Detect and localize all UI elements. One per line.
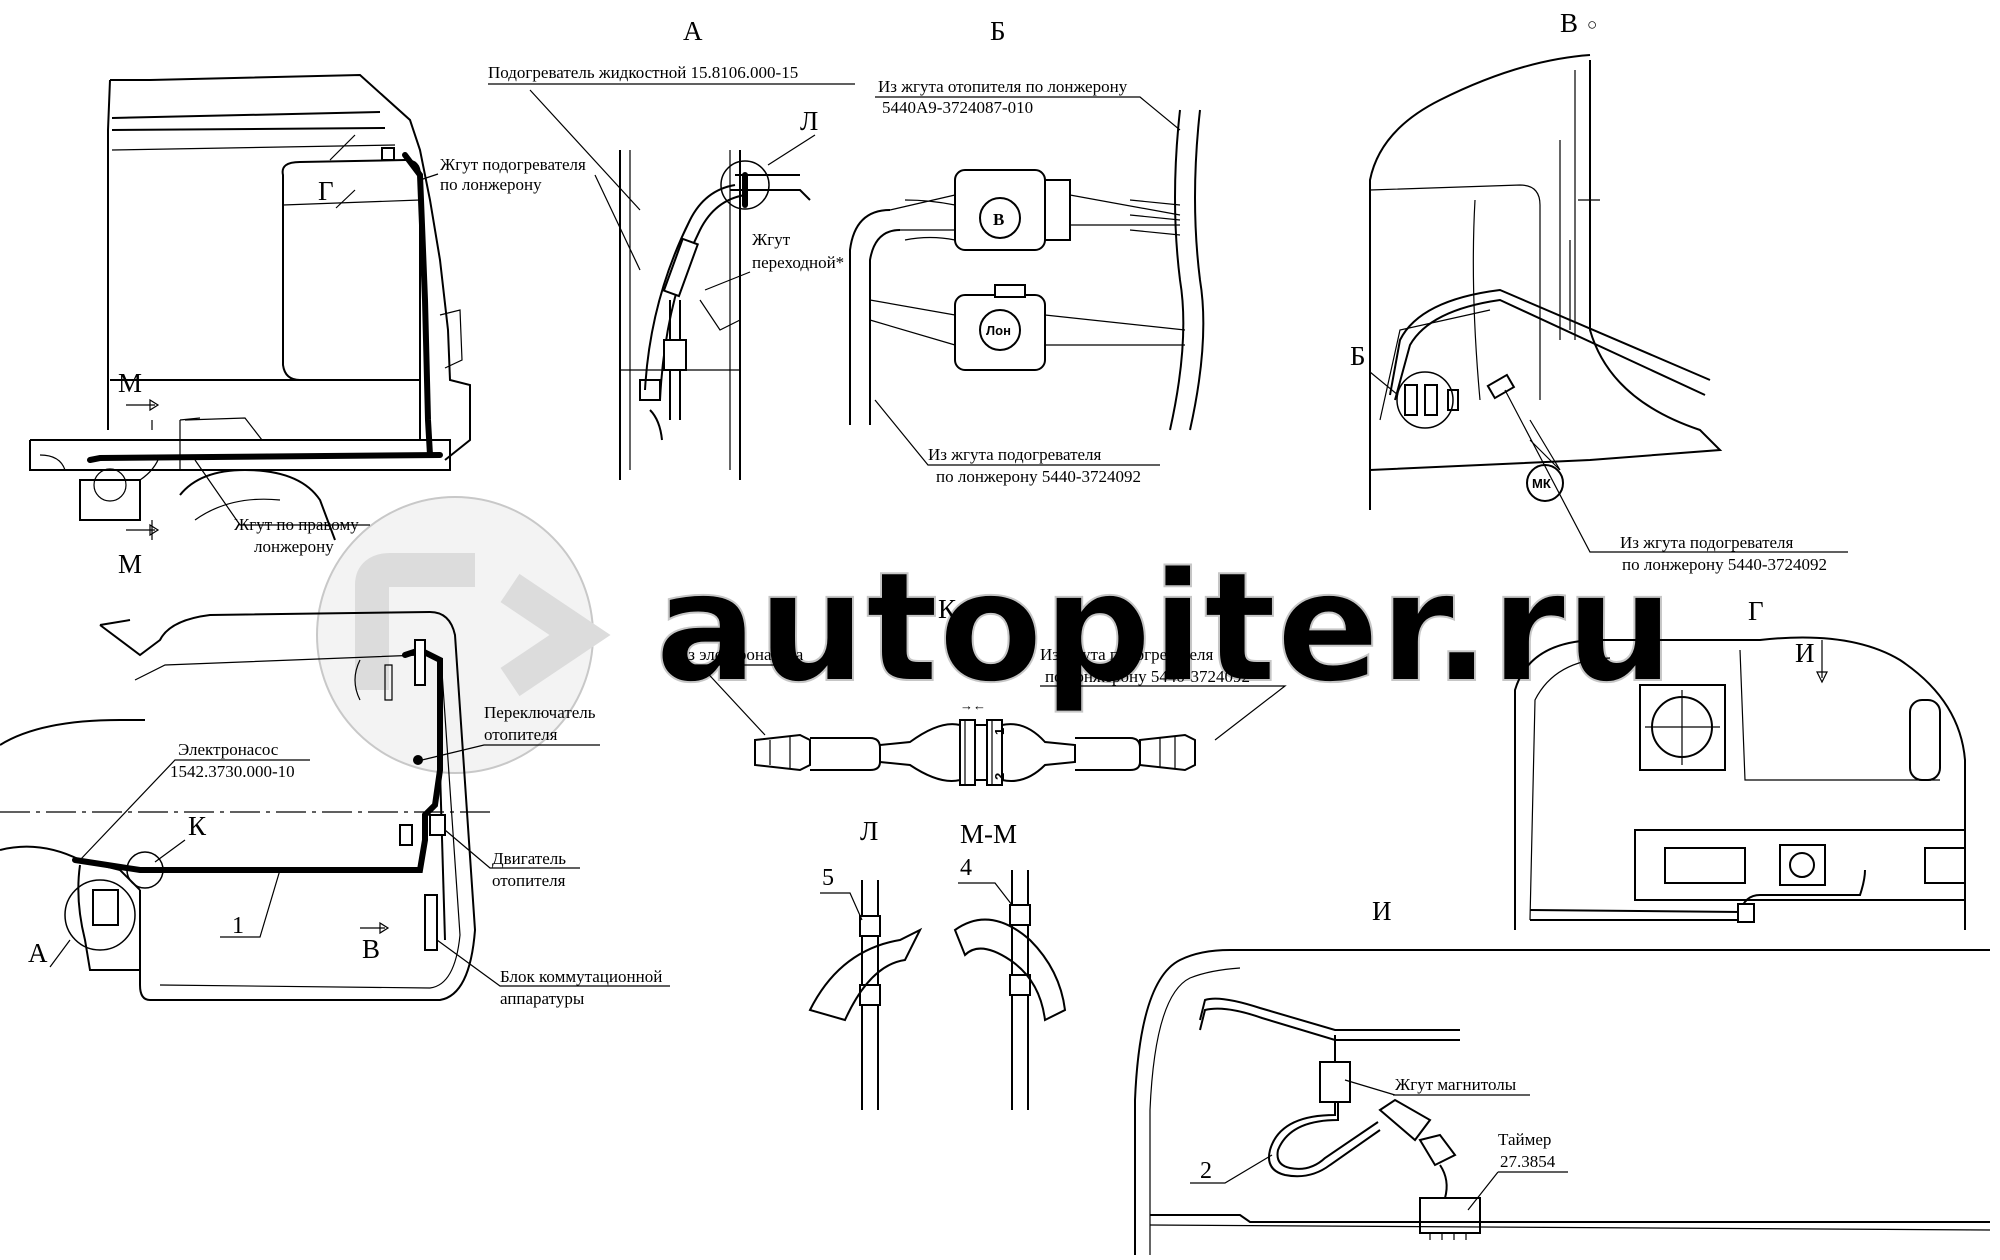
taymer-2: 27.3854: [1500, 1152, 1556, 1171]
dvigatel-1: Двигатель: [492, 849, 566, 868]
label-b-in-v: Б: [1350, 341, 1366, 371]
title-view-i: И: [1372, 896, 1392, 926]
view-a-circle-l: [720, 160, 770, 210]
number-1: 1: [232, 913, 244, 939]
pereklyuchatel-1: Переключатель: [484, 703, 596, 722]
label-i-arrow: И: [1795, 638, 1815, 668]
iz-zhguta-podogrevatelya-v-1: Из жгута подогревателя: [1620, 533, 1794, 552]
zhgut-podogrevatelya-1: Жгут подогревателя: [440, 155, 586, 174]
podogrevatel-label: Подогреватель жидкостной 15.8106.000-15: [488, 63, 798, 82]
label-g-cab: Г: [318, 176, 334, 206]
view-v-circle-b: [1396, 371, 1454, 429]
view-b-connectors: [849, 109, 1205, 431]
watermark-text: autopiter.ru: [655, 539, 1674, 716]
k-arrows: →←: [960, 698, 986, 713]
zhgut-podogrevatelya-2: по лонжерону: [440, 175, 542, 194]
zhgut-perehodnoy-1: Жгут: [752, 230, 791, 249]
label-a-front: А: [28, 938, 48, 968]
watermark: autopiter.ru: [316, 496, 1675, 774]
blok-1: Блок коммутационной: [500, 967, 662, 986]
elektronasos-1: Электронасос: [178, 740, 279, 759]
title-section-mm: М-М: [960, 819, 1017, 849]
iz-zhguta-podogrevatelya-k-1: Из жгута подогревателя: [1040, 645, 1214, 664]
number-4: 4: [960, 855, 972, 881]
zhgut-po-pravomu-1: Жгут по правому: [234, 515, 359, 534]
view-g-panel: [1514, 636, 1966, 930]
iz-zhguta-podogrevatelya-v-2: по лонжерону 5440-3724092: [1622, 555, 1827, 574]
view-v-panel: [1369, 54, 1723, 510]
number-2: 2: [1200, 1158, 1212, 1184]
k-pin-1: 1: [992, 728, 1007, 735]
front-cab-view: [0, 610, 490, 1001]
zhgut-perehodnoy-2: переходной*: [752, 253, 844, 272]
view-v-marker: ○: [1587, 15, 1597, 34]
title-view-g: Г: [1748, 596, 1764, 626]
connector-lon-label: Лон: [986, 323, 1011, 338]
label-k-front: К: [188, 811, 207, 841]
iz-elektronasosa: Из электронасоса: [676, 645, 804, 664]
view-i-timer: [1134, 949, 1991, 1255]
label-v-front: В: [362, 934, 380, 964]
view-a-heater: [619, 150, 811, 480]
title-view-b: Б: [990, 16, 1006, 46]
front-cab-circle-a: [64, 879, 136, 951]
connector-v-label: В: [993, 210, 1004, 229]
label-m-top: М: [118, 368, 142, 398]
front-cab-circle-k: [126, 851, 164, 889]
pereklyuchatel-2: отопителя: [484, 725, 558, 744]
iz-zhguta-otopitelya-2: 5440А9-3724087-010: [882, 98, 1033, 117]
title-section-l: Л: [860, 816, 878, 846]
cab-side-view: [29, 73, 471, 541]
section-mm: [953, 870, 1067, 1110]
zhgut-magnitoly: Жгут магнитолы: [1395, 1075, 1517, 1094]
mk-label: МК: [1532, 476, 1551, 491]
title-view-a: А: [683, 16, 703, 46]
section-l: [808, 880, 923, 1110]
label-m-bottom: М: [118, 549, 142, 579]
k-pin-2: 2: [992, 773, 1007, 780]
iz-zhguta-podogrevatelya-k-2: по лонжерону 5440-3724092: [1045, 667, 1250, 686]
blok-2: аппаратуры: [500, 989, 585, 1008]
elektronasos-2: 1542.3730.000-10: [170, 762, 295, 781]
iz-zhguta-podogrevatelya-b-2: по лонжерону 5440-3724092: [936, 467, 1141, 486]
dvigatel-2: отопителя: [492, 871, 566, 890]
arrow-g: [335, 189, 356, 209]
iz-zhguta-otopitelya-1: Из жгута отопителя по лонжерону: [878, 77, 1128, 96]
zhgut-po-pravomu-2: лонжерону: [254, 537, 334, 556]
label-l-a: Л: [800, 106, 818, 136]
title-view-v: В: [1560, 8, 1578, 38]
title-view-k: К: [938, 594, 957, 624]
view-k-connector: [754, 719, 1196, 786]
number-5: 5: [822, 865, 834, 891]
taymer-1: Таймер: [1498, 1130, 1551, 1149]
iz-zhguta-podogrevatelya-b-1: Из жгута подогревателя: [928, 445, 1102, 464]
